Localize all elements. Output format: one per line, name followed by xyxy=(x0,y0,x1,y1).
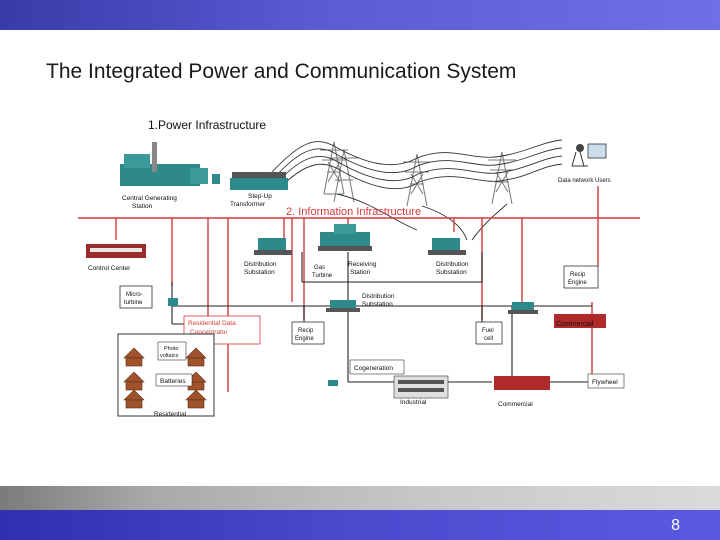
gas-turbine-label-1: Gas xyxy=(314,265,325,271)
data-network-users-icon xyxy=(571,143,607,167)
commercial-top-icon xyxy=(508,302,538,314)
res-data-label-2: Concentrator xyxy=(190,329,228,336)
industrial-plant-icon xyxy=(328,375,449,399)
footer-image-strip xyxy=(0,486,720,510)
batteries-label: Batteries xyxy=(160,378,186,385)
dist-sub-mid-label-1: Distribution xyxy=(362,293,395,300)
tower-1-icon xyxy=(320,141,348,195)
dist-sub-right-label-2: Substation xyxy=(436,269,467,276)
batteries-box xyxy=(155,373,193,387)
slide-title: The Integrated Power and Communication S… xyxy=(46,60,517,83)
central-station-label-2: Station xyxy=(132,203,153,210)
residential-label: Residential xyxy=(154,411,187,418)
step-up-transformer-icon xyxy=(230,172,288,190)
micro-turbine-label-2: turbine xyxy=(124,300,143,306)
page-number: 8 xyxy=(671,517,680,534)
overhead-power-lines xyxy=(271,139,563,241)
recip-engine-mid-box xyxy=(291,321,325,345)
dist-sub-left-label-2: Substation xyxy=(244,269,275,276)
recip-mid-label-2: Engine xyxy=(295,336,314,342)
industrial-label: Industrial xyxy=(400,399,427,406)
control-center-label: Control Center xyxy=(88,265,131,272)
flywheel-label: Flywheel xyxy=(592,379,618,386)
photovoltaics-label-2: voltaics xyxy=(160,353,179,359)
central-station-label-1: Central Generating xyxy=(122,195,177,202)
receiving-label-1: Receiving xyxy=(348,261,377,268)
recip-right-label-2: Engine xyxy=(568,280,587,286)
res-data-label-1: Residential Data xyxy=(188,320,236,327)
fuel-cell-label-1: Fuel xyxy=(482,328,494,334)
cogeneration-label: Cogeneration xyxy=(354,365,393,372)
stepup-label-1: Step-Up xyxy=(248,193,272,200)
information-infrastructure-heading: 2. Information Infrastructure xyxy=(286,206,421,218)
recip-right-label-1: Recip xyxy=(570,272,586,278)
commercial-bottom-label: Commercial xyxy=(498,401,533,408)
commercial-top-building xyxy=(554,314,606,328)
micro-turbine-box xyxy=(119,285,153,309)
central-generating-station-icon xyxy=(120,142,220,186)
receiving-station-icon xyxy=(318,224,372,251)
distribution-substation-left-icon xyxy=(254,238,292,255)
dist-sub-right-label-1: Distribution xyxy=(436,261,469,268)
gas-turbine-label-2: Turbine xyxy=(312,273,333,279)
distribution-substation-right-icon xyxy=(428,238,466,255)
commercial-top-label: Commercial xyxy=(556,321,594,328)
power-infrastructure-heading: 1.Power Infrastructure xyxy=(148,118,266,132)
diagram-svg: 1.Power Infrastructure Central Generatin… xyxy=(78,118,640,418)
residential-data-concentrator-box xyxy=(183,315,261,345)
photovoltaics-label-1: Photo xyxy=(164,346,178,352)
tower-2-icon xyxy=(403,153,431,207)
cogeneration-box xyxy=(349,359,405,375)
fuel-cell-box xyxy=(475,321,503,345)
stepup-label-2: Transformer xyxy=(230,201,266,208)
dist-sub-left-label-1: Distribution xyxy=(244,261,277,268)
recip-engine-right-box xyxy=(563,265,599,289)
control-center-icon xyxy=(86,244,146,258)
micro-turbine-icon xyxy=(168,298,178,306)
transmission-towers xyxy=(320,141,516,207)
data-users-label: Data network Users xyxy=(558,178,611,184)
power-communication-diagram: 1.Power Infrastructure Central Generatin… xyxy=(72,102,648,424)
recip-mid-label-1: Recip xyxy=(298,328,314,334)
tower-4-icon xyxy=(330,149,358,203)
photovoltaics-box xyxy=(157,341,187,361)
fuel-cell-label-2: cell xyxy=(484,336,493,342)
distribution-substation-mid-icon xyxy=(326,300,360,312)
dist-sub-mid-label-2: Substation xyxy=(362,301,393,308)
commercial-bottom-building xyxy=(494,376,550,390)
footer-band xyxy=(0,510,720,540)
micro-turbine-label-1: Micro- xyxy=(126,292,143,298)
top-title-band xyxy=(0,0,720,30)
receiving-label-2: Station xyxy=(350,269,371,276)
flywheel-box xyxy=(587,373,625,389)
tower-3-icon xyxy=(488,151,516,205)
